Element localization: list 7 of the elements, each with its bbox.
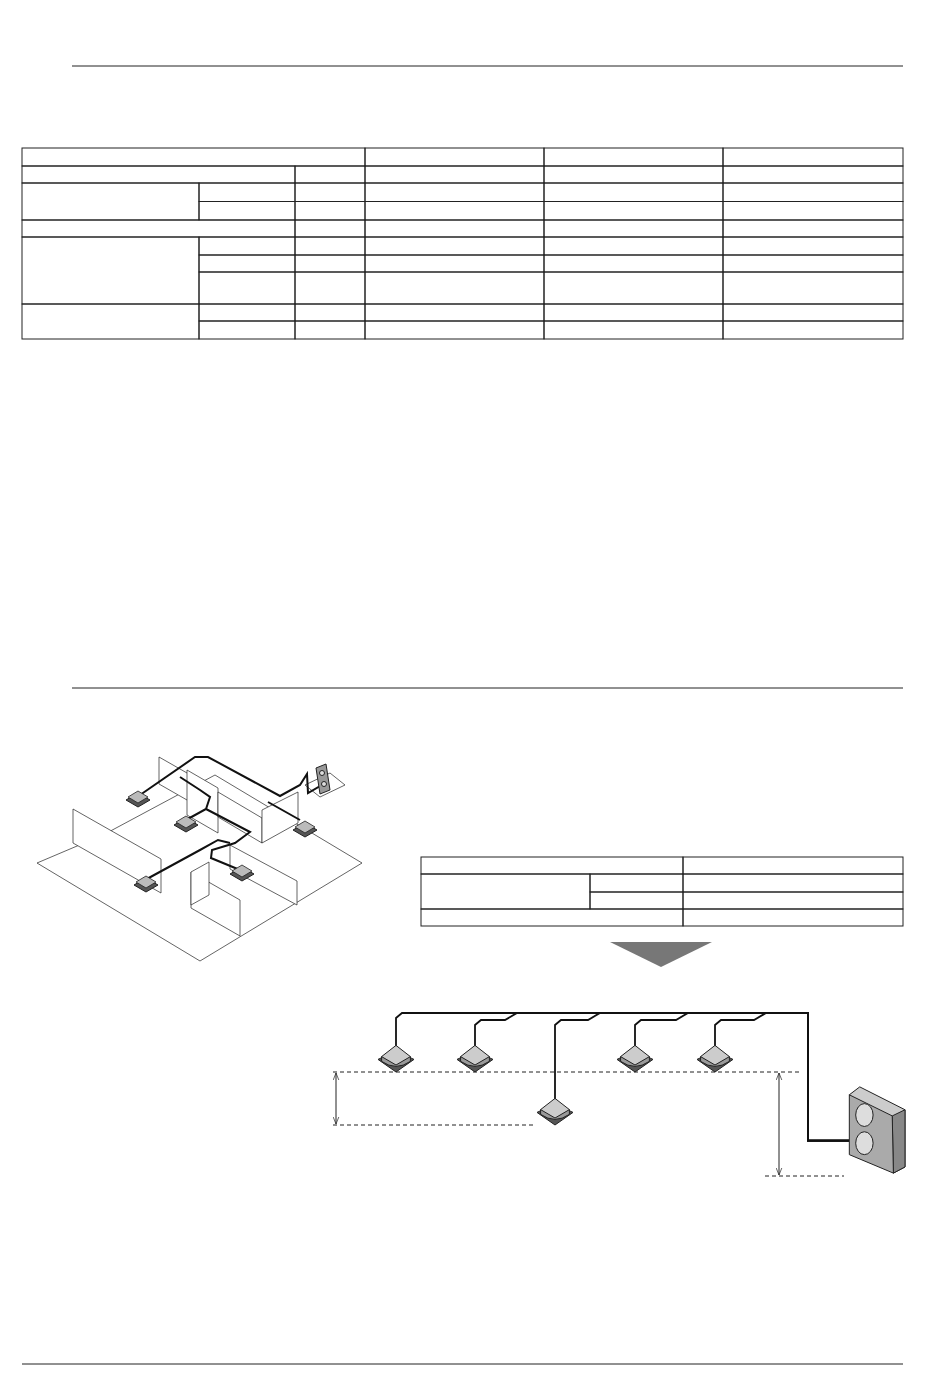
indoor-unit xyxy=(617,1044,653,1072)
indoor-unit xyxy=(537,1097,573,1125)
indoor-unit xyxy=(697,1044,733,1072)
indoor-unit xyxy=(378,1044,414,1072)
pipe-line xyxy=(714,1012,850,1142)
outdoor-unit xyxy=(847,1086,905,1174)
indoor-unit xyxy=(457,1044,493,1072)
